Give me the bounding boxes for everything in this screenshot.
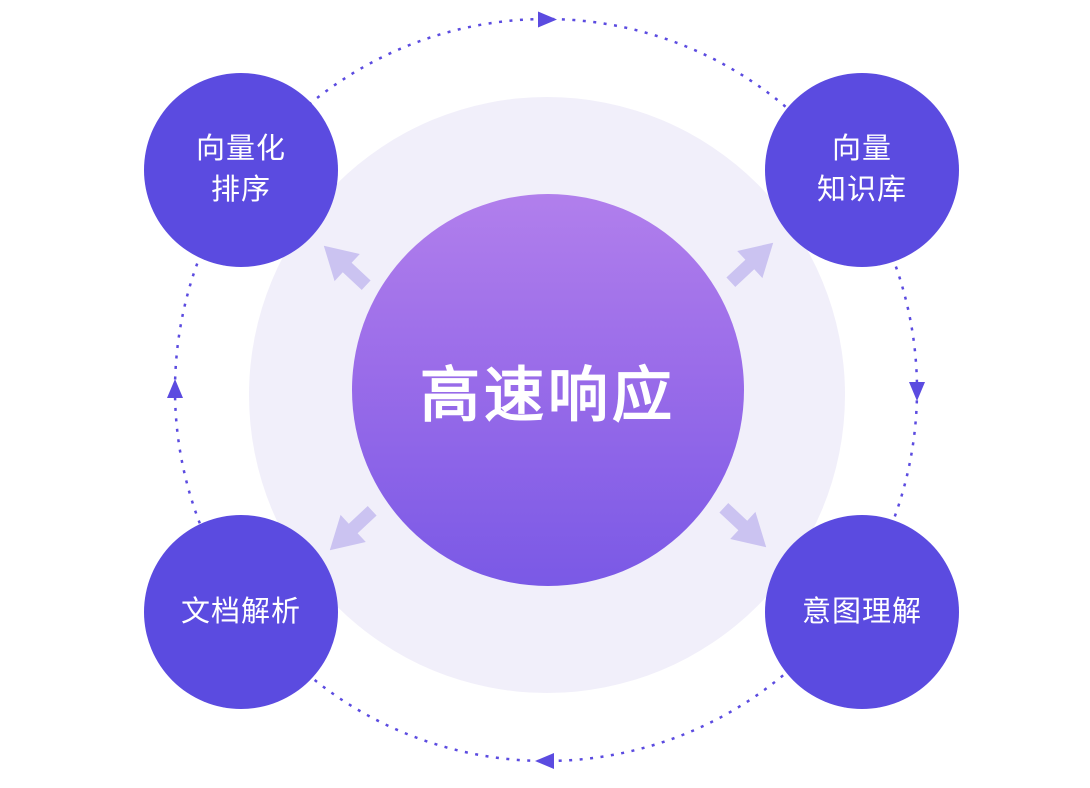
node-vectorize-sort: 向量化 排序 xyxy=(144,73,338,267)
ring-arrow-bottom-icon xyxy=(535,753,554,769)
ring-arrow-right-icon xyxy=(909,382,925,401)
outward-arrow-bottom-right-icon xyxy=(719,502,767,548)
node-intent-understanding: 意图理解 xyxy=(765,515,959,709)
node-label-line: 文档解析 xyxy=(180,595,301,628)
ring-arrow-top-icon xyxy=(538,11,557,28)
node-document-parsing: 文档解析 xyxy=(144,515,338,709)
outward-arrow-top-left-icon xyxy=(323,245,371,291)
node-label-line: 知识库 xyxy=(816,174,907,206)
node-vector-knowledge-base: 向量 知识库 xyxy=(765,73,959,267)
node-label-line: 排序 xyxy=(210,174,271,206)
node-label-line: 向量 xyxy=(831,133,892,166)
center-label: 高速响应 xyxy=(420,361,676,429)
outward-arrow-top-right-icon xyxy=(726,242,774,288)
node-label-line: 意图理解 xyxy=(801,595,922,628)
outward-arrow-bottom-left-icon xyxy=(329,505,377,551)
ring-arrow-left-icon xyxy=(167,379,183,398)
center-circle: 高速响应 xyxy=(352,194,744,586)
node-label-line: 向量化 xyxy=(195,133,286,166)
